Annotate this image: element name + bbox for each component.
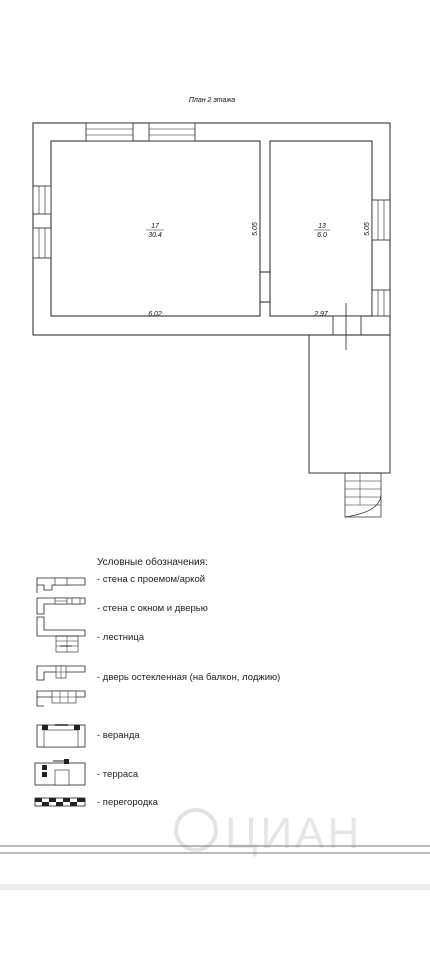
watermark: ЦИАН [174, 808, 362, 858]
door-bottom [332, 303, 362, 350]
window-left-2 [32, 227, 52, 259]
room-17-height: 5.05 [252, 222, 259, 236]
legend-label-wall-window-door: - стена с окном и дверью [97, 603, 208, 614]
legend-title: Условные обозначения: [97, 556, 208, 568]
legend-symbol-glazed-door [36, 665, 86, 707]
room-13-height: 5.05 [364, 222, 371, 236]
legend-symbol-wall-window-door [36, 597, 86, 615]
room-13-width: 2.97 [313, 311, 329, 318]
legend-label-stair: - лестница [97, 632, 145, 643]
legend-symbol-wall-opening [36, 577, 86, 593]
legend-label-glazed-door: - дверь остекленная (на балкон, лоджию) [97, 672, 280, 683]
outer-walls [32, 122, 391, 336]
legend-symbol-partition [34, 797, 86, 807]
room-17-width: 6.02 [148, 311, 162, 318]
room-13: 13 6.0 2.97 5.05 [313, 222, 371, 318]
legend-symbol-stair [36, 616, 86, 653]
room-17-area: 30.4 [148, 232, 162, 239]
bottom-gray-bar [0, 884, 430, 890]
legend-symbol-terrace [34, 759, 86, 786]
window-right-2 [371, 289, 391, 317]
legend-label-wall-opening: - стена с проемом/аркой [97, 574, 205, 585]
watermark-text: ЦИАН [225, 809, 362, 858]
plan-title: План 2 этажа [189, 97, 235, 104]
legend-label-partition: - перегородка [97, 797, 159, 808]
window-left-1 [32, 185, 52, 215]
staircase [344, 472, 382, 518]
window-top-left [85, 122, 134, 142]
window-top-right [148, 122, 196, 142]
room-17-number: 17 [151, 223, 160, 230]
legend-symbol-veranda [36, 724, 86, 748]
balcony [308, 334, 391, 474]
legend-label-terrace: - терраса [97, 769, 139, 780]
room-13-number: 13 [318, 223, 326, 230]
window-right-1 [371, 199, 391, 241]
room-13-area: 6.0 [317, 232, 327, 239]
room-17: 17 30.4 6.02 5.05 [146, 222, 259, 318]
legend-label-veranda: - веранда [97, 730, 140, 741]
